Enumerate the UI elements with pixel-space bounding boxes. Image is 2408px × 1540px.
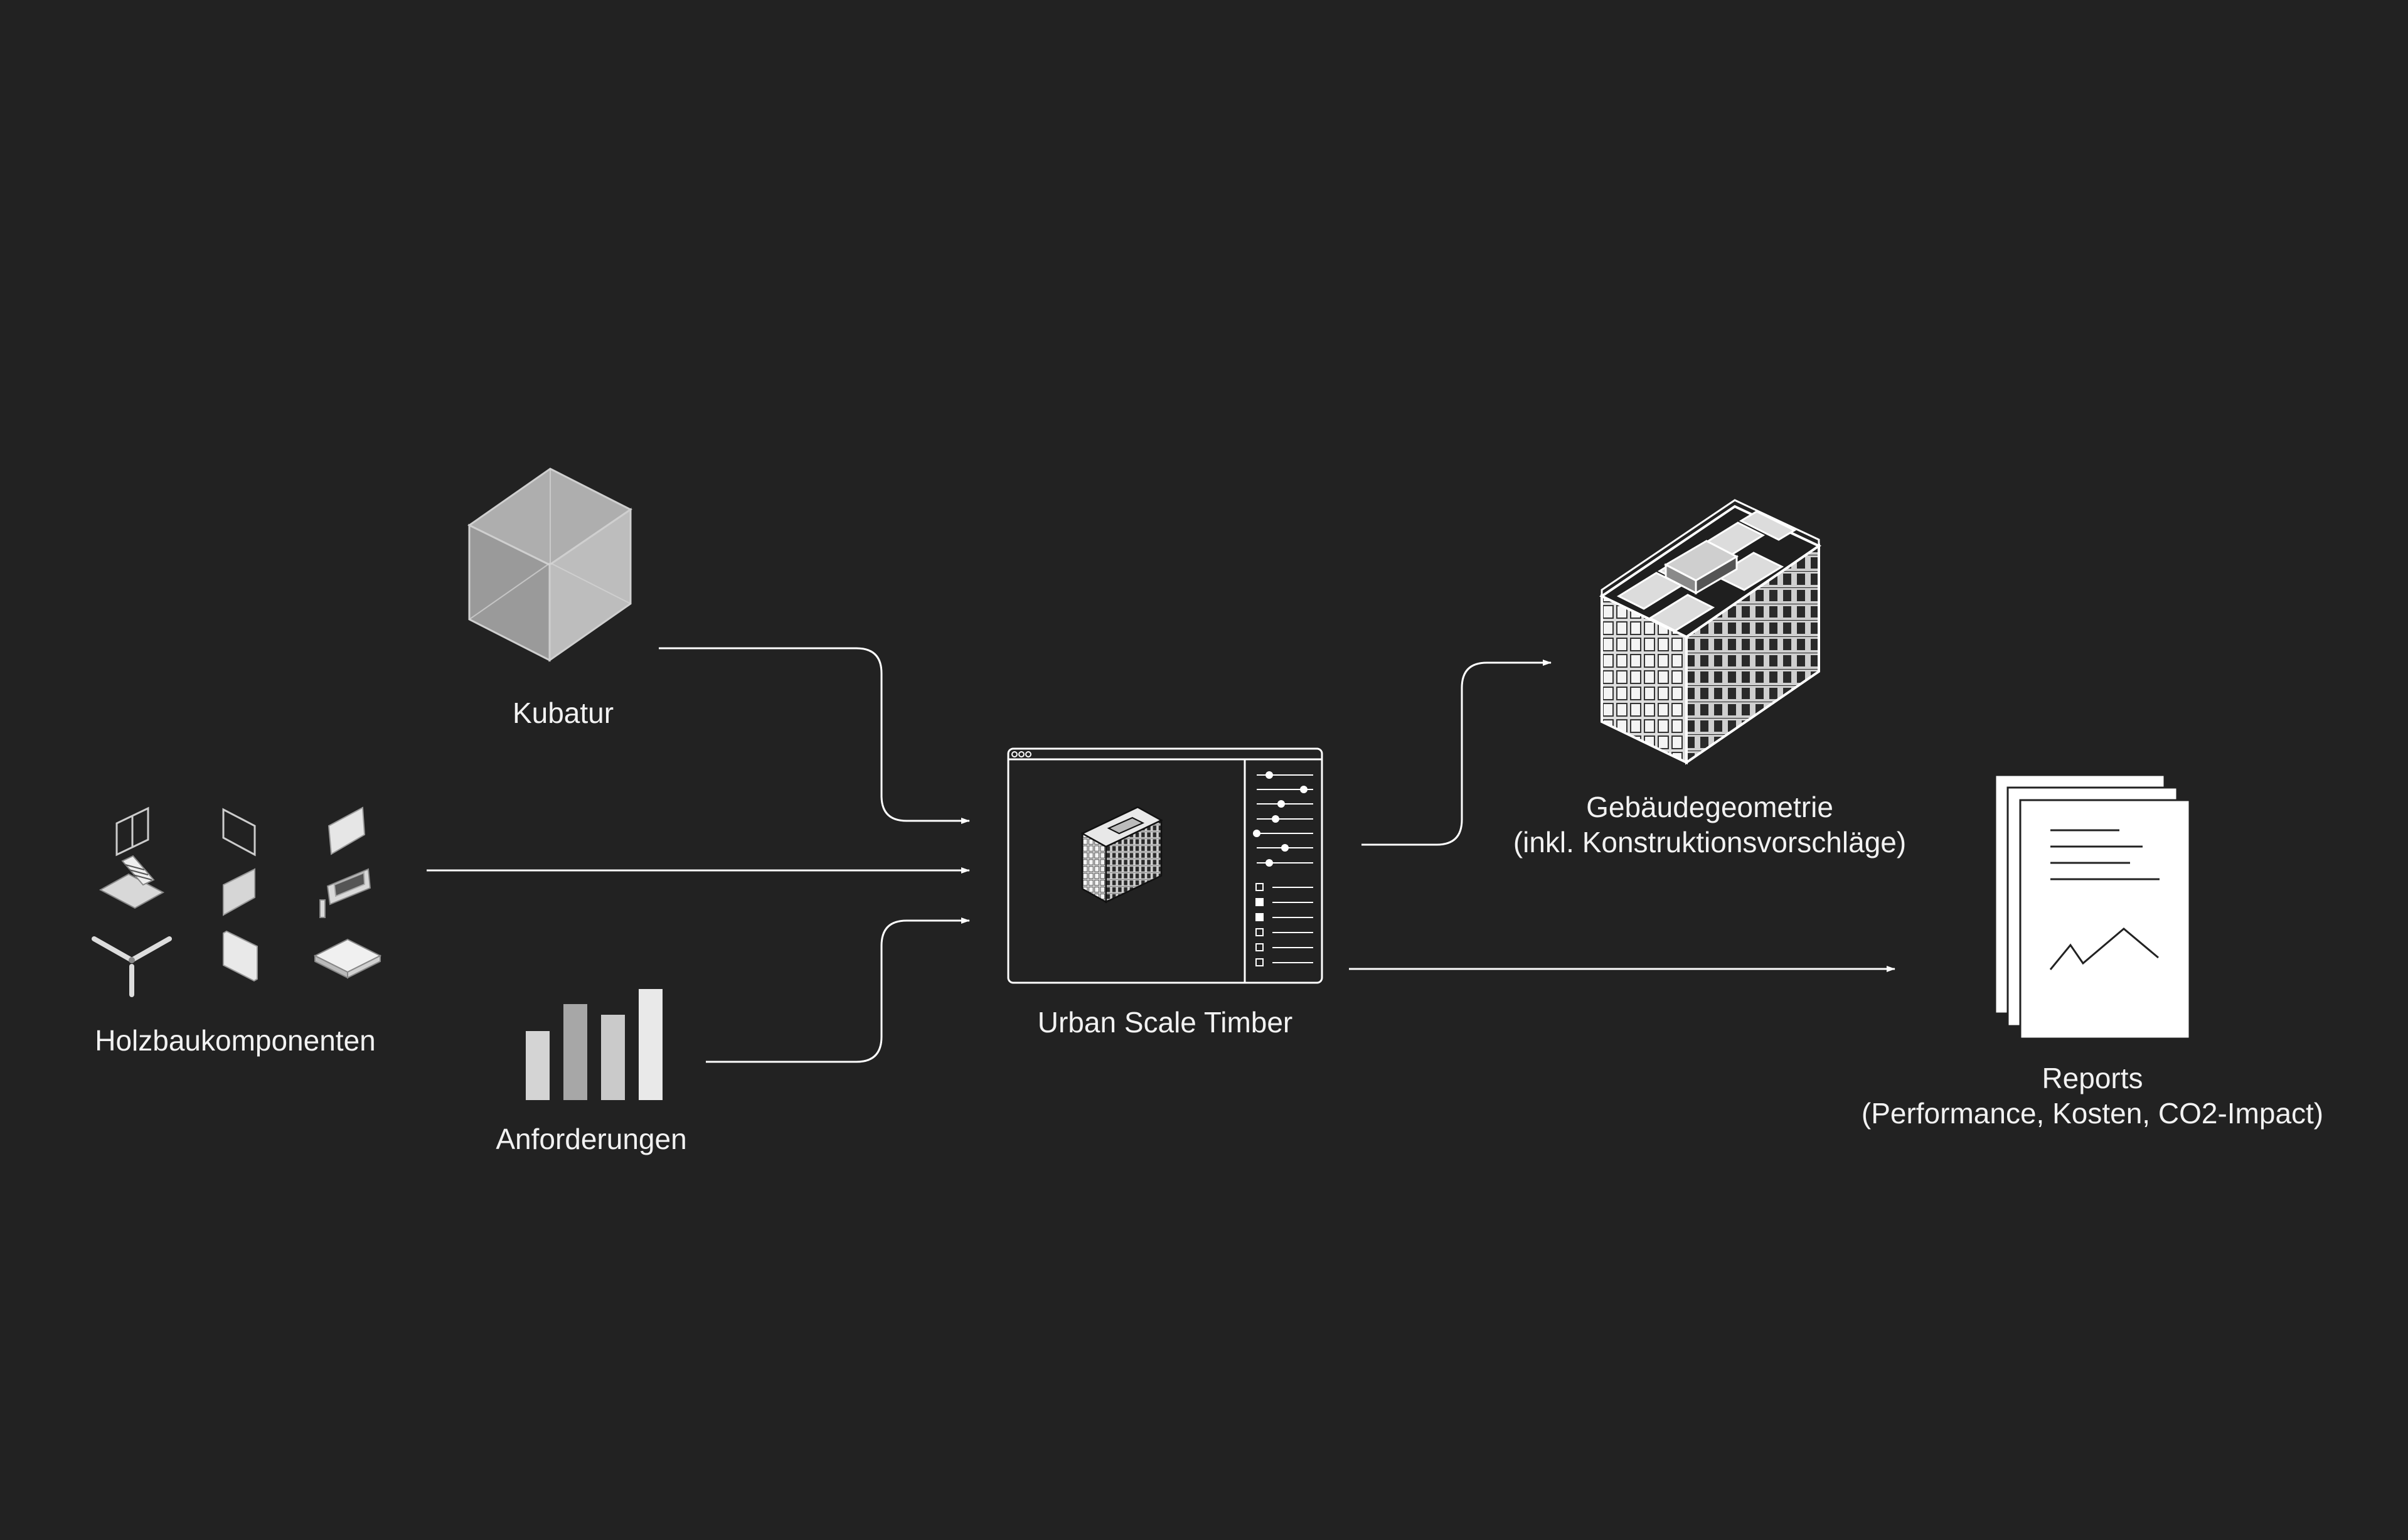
report-documents-icon <box>1994 774 2191 1040</box>
node-label-kubatur: Kubatur <box>512 697 614 729</box>
gebaeudegeometrie-title: Gebäudegeometrie <box>1586 791 1833 823</box>
gebaeudegeometrie-subtitle: (inkl. Konstruktionsvorschläge) <box>1513 826 1907 858</box>
column-beam-component <box>92 936 172 997</box>
app-window-icon <box>1007 747 1323 984</box>
node-label-holzbaukomponenten: Holzbaukomponenten <box>95 1024 376 1057</box>
edge-anforderungen-to-ust <box>706 917 970 1063</box>
node-label-anforderungen: Anforderungen <box>496 1123 687 1155</box>
checkbox-controls <box>1255 883 1313 966</box>
window-component <box>319 868 371 918</box>
building-icon <box>1599 499 1822 765</box>
edge-ust-to-geometrie <box>1361 660 1552 846</box>
viewport-building-icon <box>1080 806 1163 904</box>
reports-subtitle: (Performance, Kosten, CO2-Impact) <box>1861 1097 2324 1130</box>
bar-3 <box>601 1015 625 1100</box>
bar-chart-icon <box>526 989 663 1100</box>
cube-icon <box>467 468 632 662</box>
timber-components-icon <box>92 806 382 997</box>
slab-component <box>313 938 382 979</box>
report-graph <box>2049 928 2159 970</box>
roof-unit <box>1663 540 1739 595</box>
node-label-urban-scale-timber: Urban Scale Timber <box>1037 1006 1293 1039</box>
reports-title: Reports <box>2042 1062 2143 1094</box>
edge-kubatur-to-ust <box>659 647 970 824</box>
slider-controls <box>1253 771 1313 867</box>
bar-2 <box>563 1004 587 1100</box>
node-label-reports: Reports (Performance, Kosten, CO2-Impact… <box>1807 1061 2378 1131</box>
node-label-gebaeudegeometrie: Gebäudegeometrie (inkl. Konstruktionsvor… <box>1462 789 1958 860</box>
stair-component <box>99 855 165 909</box>
window-dots-icon <box>1011 751 1031 757</box>
bar-1 <box>526 1031 550 1100</box>
bar-4 <box>639 989 663 1100</box>
edges <box>427 647 1895 1063</box>
